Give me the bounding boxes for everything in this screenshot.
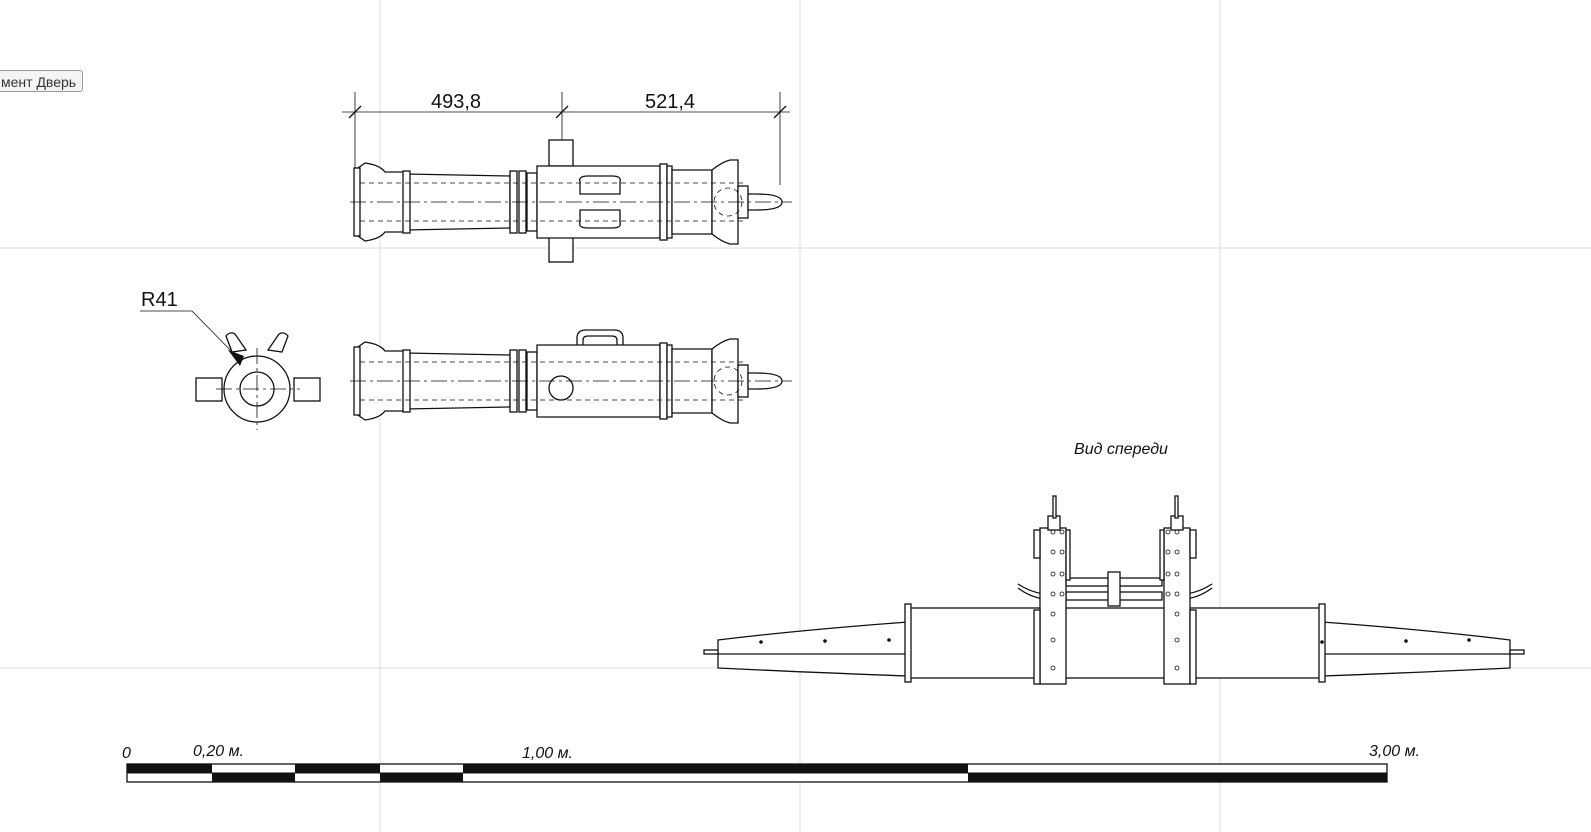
dimension-right: 521,4 — [645, 91, 695, 113]
scale-label-0: 0 — [122, 745, 131, 762]
scale-label-100: 1,00 м. — [522, 745, 573, 762]
front-view-assembly — [703, 495, 1525, 685]
cannon-end-view — [140, 310, 321, 430]
dimension-lines — [342, 92, 790, 185]
cannon-top-view: 493,8 521,4 — [342, 91, 792, 263]
dimension-left: 493,8 — [431, 91, 481, 113]
element-tag-button[interactable]: мент Дверь — [0, 70, 84, 92]
scale-label-020: 0,20 м. — [193, 743, 244, 760]
view-label: Вид спереди — [1074, 441, 1168, 458]
radius-label: R41 — [141, 289, 178, 311]
cannon-side-view — [350, 329, 792, 424]
scale-label-300: 3,00 м. — [1369, 743, 1420, 760]
scale-bar — [126, 763, 1388, 783]
